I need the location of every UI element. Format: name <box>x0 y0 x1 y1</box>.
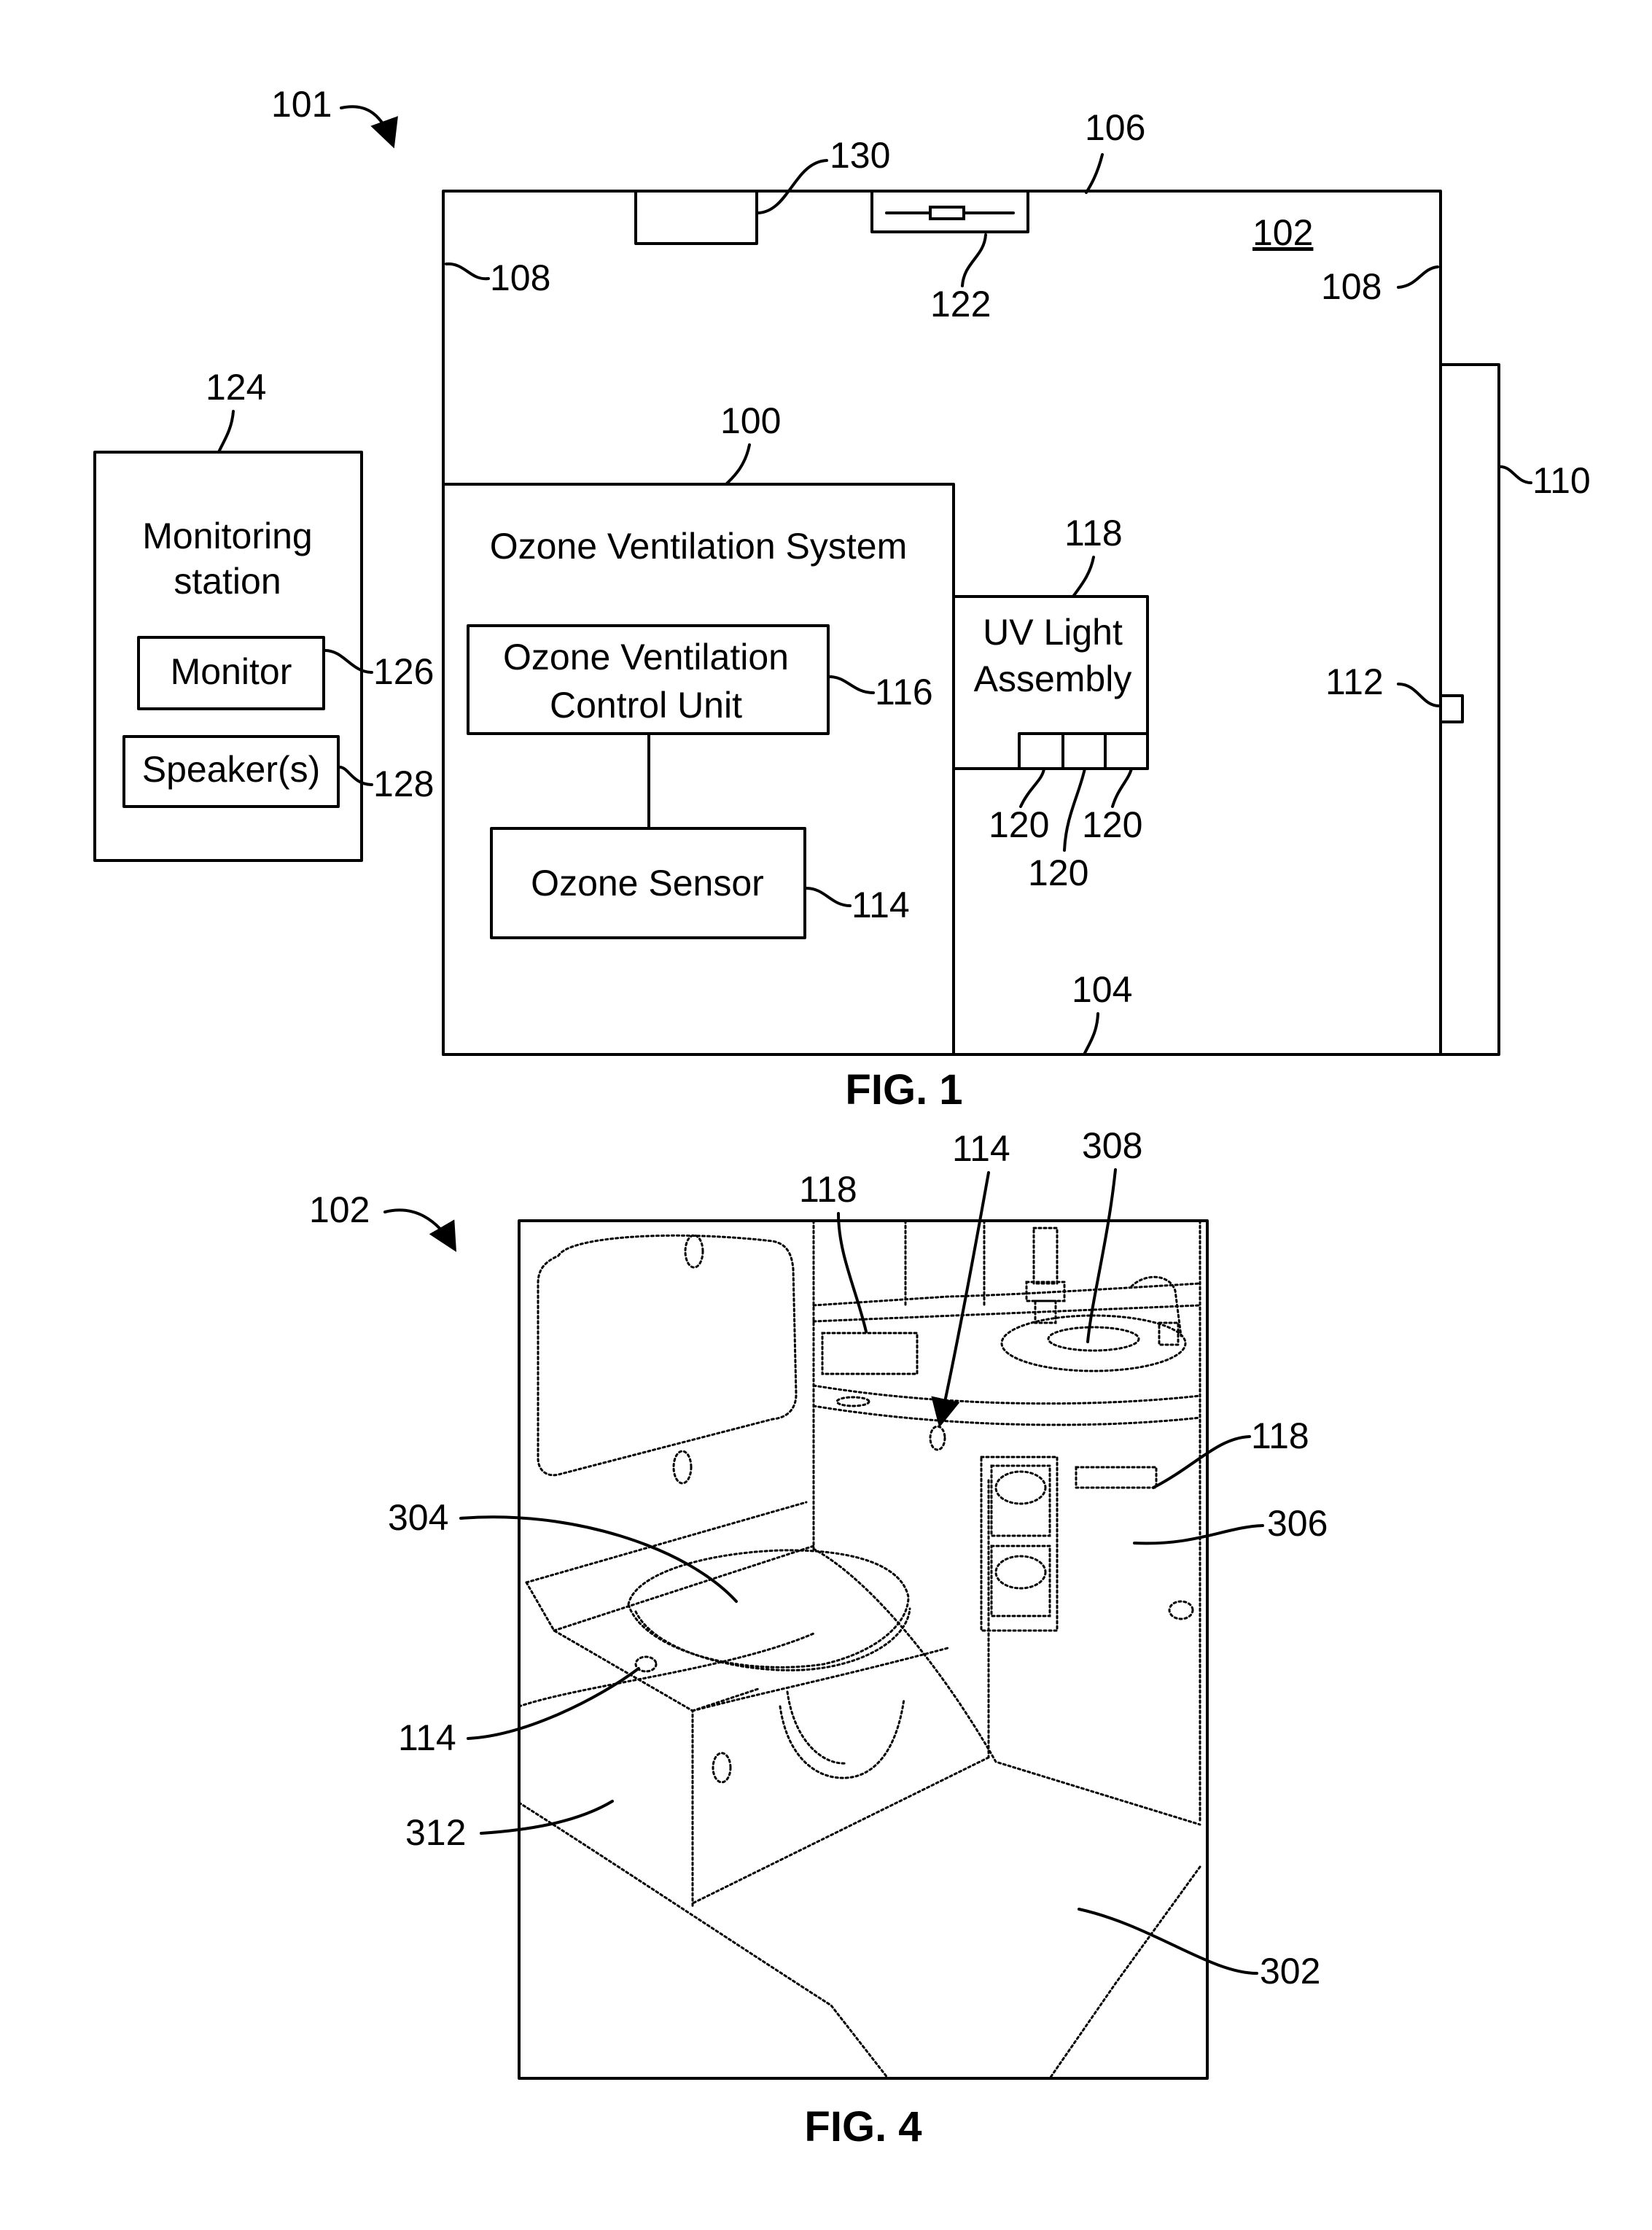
leader-112 <box>1398 684 1439 706</box>
control-unit-line1: Ozone Ventilation <box>503 637 789 677</box>
leader-124 <box>219 411 233 452</box>
fig4-leader-312 <box>481 1801 612 1833</box>
arrow-101 <box>341 106 392 143</box>
control-unit-line2: Control Unit <box>550 685 742 726</box>
fig4-caption: FIG. 4 <box>804 2103 922 2151</box>
fig1-caption: FIG. 1 <box>845 1066 962 1114</box>
monitor-label: Monitor <box>171 651 292 692</box>
leader-108-left <box>446 264 488 279</box>
monitoring-line2: station <box>174 561 281 602</box>
sensor-112 <box>1441 696 1462 722</box>
fig4-ref-102: 102 <box>309 1189 370 1230</box>
leader-118 <box>1073 557 1094 597</box>
leader-108-right <box>1398 267 1438 287</box>
ref-118: 118 <box>1064 513 1123 553</box>
ref-120-b: 120 <box>1028 852 1088 893</box>
leader-120-c <box>1113 769 1131 807</box>
monitoring-line1: Monitoring <box>142 516 312 556</box>
leader-126 <box>325 650 372 672</box>
fig4-leader-118-right <box>1153 1437 1250 1488</box>
fig4-leader-302 <box>1079 1909 1257 1973</box>
ref-112: 112 <box>1325 661 1384 702</box>
ref-130: 130 <box>830 135 890 176</box>
ref-120-c: 120 <box>1082 804 1142 845</box>
ozone-ventilation-system-100 <box>443 484 954 1054</box>
component-130 <box>636 191 757 244</box>
ref-126: 126 <box>373 651 434 692</box>
fig4-ref-308: 308 <box>1082 1125 1142 1166</box>
fig4-ref-312: 312 <box>405 1812 466 1853</box>
fig4-ref-306: 306 <box>1267 1503 1328 1544</box>
speakers-label: Speaker(s) <box>142 749 321 790</box>
uv-label-line1: UV Light <box>983 612 1123 653</box>
uv-label-line2: Assembly <box>974 658 1132 699</box>
fig4-arrow-102 <box>385 1210 453 1247</box>
figure-1: 101 102 106 130 122 108 108 110 112 104 <box>95 84 1591 1114</box>
leader-114 <box>806 888 850 906</box>
ref-100: 100 <box>720 400 781 441</box>
uv-lamp-120-c <box>1105 734 1148 769</box>
ref-106: 106 <box>1085 107 1145 148</box>
ref-101: 101 <box>271 84 332 125</box>
ref-108-right: 108 <box>1321 266 1382 307</box>
ref-102: 102 <box>1252 212 1313 253</box>
leader-106 <box>1086 155 1102 193</box>
fig4-ref-304: 304 <box>388 1497 448 1538</box>
fig4-ref-118-top: 118 <box>799 1169 857 1210</box>
leader-116 <box>830 677 873 693</box>
door-110 <box>1441 365 1499 1054</box>
ref-108-left: 108 <box>490 257 550 298</box>
ozone-system-label: Ozone Ventilation System <box>490 526 908 567</box>
ref-122: 122 <box>930 284 991 325</box>
leader-104 <box>1085 1014 1098 1053</box>
leader-100 <box>726 445 749 484</box>
uv-lamp-120-b <box>1063 734 1105 769</box>
ref-120-a: 120 <box>989 804 1049 845</box>
ozone-sensor-label: Ozone Sensor <box>531 863 764 904</box>
leader-130 <box>758 160 827 213</box>
fig4-leader-114-left <box>468 1668 639 1738</box>
fig4-leader-306 <box>1134 1526 1263 1543</box>
uv-lamp-120-a <box>1019 734 1063 769</box>
fig4-ref-302: 302 <box>1260 1951 1320 1992</box>
ref-114: 114 <box>852 885 910 925</box>
fig4-leader-118-top <box>838 1213 866 1332</box>
leader-122 <box>962 235 986 286</box>
component-122-element <box>930 207 964 219</box>
leader-110 <box>1500 467 1531 483</box>
lavatory-illustration <box>519 1221 1200 2078</box>
ref-124: 124 <box>206 367 266 408</box>
fig4-ref-114-left: 114 <box>398 1717 456 1758</box>
ref-128: 128 <box>373 764 434 804</box>
fig4-ref-114-top: 114 <box>952 1128 1010 1169</box>
leader-128 <box>340 767 372 785</box>
ref-110: 110 <box>1532 460 1591 501</box>
fig4-leader-304 <box>461 1517 736 1601</box>
ref-116: 116 <box>875 672 933 712</box>
leader-120-a <box>1021 769 1044 807</box>
ref-104: 104 <box>1072 969 1132 1010</box>
fig4-ref-118-right: 118 <box>1251 1415 1309 1456</box>
figure-4: 102 <box>309 1125 1328 2151</box>
